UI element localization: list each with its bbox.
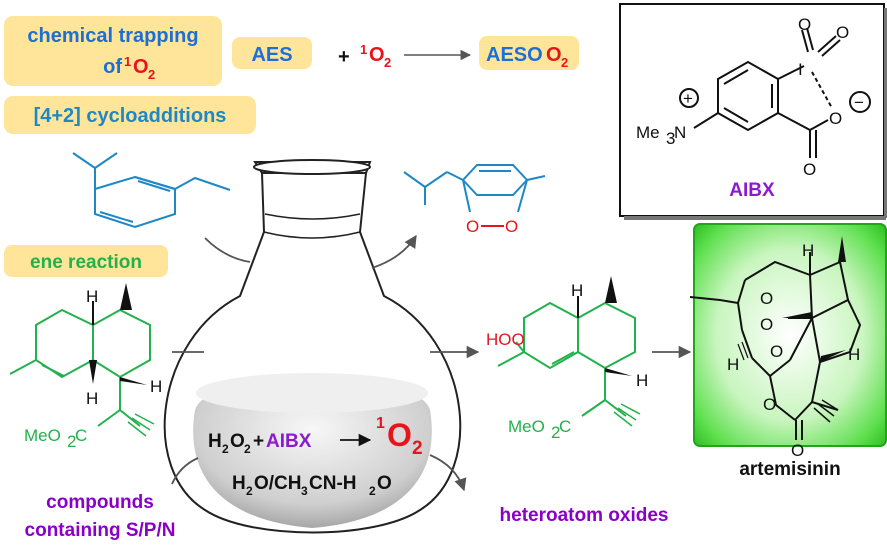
- svg-text:H: H: [802, 241, 814, 260]
- svg-text:1: 1: [360, 42, 367, 57]
- svg-text:N: N: [674, 123, 686, 142]
- svg-text:O: O: [770, 342, 783, 361]
- svg-text:O: O: [829, 109, 842, 128]
- svg-text:H: H: [571, 281, 583, 300]
- chemical-trapping-label: chemical trapping of 1 O 2: [4, 16, 222, 86]
- flask-reagents: H 2 O 2 + AIBX 1 O 2 H 2 O/CH 3 CN-H 2 O: [208, 415, 423, 498]
- svg-text:2: 2: [246, 484, 253, 498]
- aes-label: AES: [232, 37, 312, 69]
- svg-text:1: 1: [376, 415, 385, 432]
- arrow-terpinene-in: [204, 237, 251, 263]
- compounds-line2: containing S/P/N: [25, 520, 176, 541]
- svg-text:H: H: [232, 473, 246, 494]
- svg-text:3: 3: [666, 129, 675, 148]
- singlet-o2-sup: 1: [124, 54, 131, 69]
- svg-text:CN-H: CN-H: [309, 473, 357, 494]
- flask-singlet-oxygen: O: [387, 417, 412, 453]
- aes-text: AES: [251, 44, 292, 66]
- svg-text:2: 2: [412, 438, 423, 459]
- plus-sign: +: [338, 46, 350, 68]
- round-bottom-flask: [163, 159, 462, 534]
- svg-text:H: H: [727, 355, 739, 374]
- ene-reaction-text: ene reaction: [30, 252, 142, 273]
- svg-text:O: O: [369, 44, 385, 66]
- svg-text:2: 2: [67, 432, 76, 451]
- aeso-sub: 2: [561, 55, 568, 70]
- svg-text:O: O: [377, 473, 392, 494]
- svg-text:O/CH: O/CH: [254, 473, 302, 494]
- svg-text:HOO: HOO: [486, 330, 525, 349]
- aeso-text: AESO: [486, 44, 543, 66]
- aeso-o: O: [546, 44, 562, 66]
- svg-text:O: O: [791, 441, 804, 460]
- chem-trap-line1: chemical trapping: [27, 25, 198, 47]
- singlet-oxygen-top: 1 O 2: [360, 42, 391, 70]
- svg-text:O: O: [760, 315, 773, 334]
- ene-reaction-label: ene reaction: [4, 245, 168, 277]
- aeso2-label: AESO O 2: [479, 36, 579, 70]
- svg-text:H: H: [208, 431, 222, 452]
- svg-text:O: O: [505, 217, 518, 236]
- chem-trap-of: of: [103, 56, 122, 78]
- svg-text:O: O: [803, 160, 816, 179]
- svg-text:−: −: [854, 93, 864, 112]
- alpha-terpinene: [72, 152, 231, 229]
- svg-text:2: 2: [369, 484, 376, 498]
- aibx-label: AIBX: [729, 180, 775, 201]
- svg-text:C: C: [75, 426, 87, 445]
- cycloadditions-text: [4+2] cycloadditions: [34, 105, 227, 127]
- flask-solvent: H 2 O/CH 3 CN-H 2 O: [232, 473, 392, 498]
- svg-text:O: O: [798, 15, 811, 34]
- svg-text:2: 2: [551, 423, 560, 442]
- artemisinin-box: H O O H O H O O: [689, 223, 887, 460]
- heteroatom-oxides: heteroatom oxides: [500, 505, 669, 526]
- cycloadditions-label: [4+2] cycloadditions: [4, 96, 256, 134]
- svg-text:O: O: [760, 289, 773, 308]
- flask-aibx: AIBX: [266, 431, 312, 452]
- svg-text:I: I: [798, 60, 803, 79]
- svg-text:H: H: [150, 377, 162, 396]
- svg-text:3: 3: [301, 484, 308, 498]
- arrow-endoperoxide-out: [371, 234, 417, 269]
- svg-text:MeO: MeO: [508, 417, 545, 436]
- svg-text:O: O: [466, 217, 479, 236]
- svg-text:+: +: [683, 89, 693, 108]
- svg-text:2: 2: [244, 442, 251, 456]
- dihydroartemisinic-ester: H H H MeO 2 C: [9, 283, 162, 451]
- allylic-hydroperoxide: HOO H H MeO 2 C: [486, 276, 648, 442]
- svg-text:MeO: MeO: [24, 426, 61, 445]
- arrow-hetero-in: [171, 457, 199, 485]
- artemisinin-label: artemisinin: [739, 459, 840, 480]
- svg-text:H: H: [86, 389, 98, 408]
- svg-text:H: H: [848, 345, 860, 364]
- aibx-structure-box: I O O O O + − Me 3 N AIBX: [619, 3, 887, 220]
- endoperoxide: O O: [403, 164, 546, 236]
- arrow-hetero-out: [429, 454, 467, 492]
- svg-text:2: 2: [222, 442, 229, 456]
- svg-text:O: O: [230, 431, 245, 452]
- singlet-o2-sub: 2: [148, 67, 155, 82]
- compounds-line1: compounds: [46, 492, 154, 513]
- svg-text:O: O: [836, 23, 849, 42]
- svg-text:H: H: [86, 287, 98, 306]
- svg-text:O: O: [763, 395, 776, 414]
- svg-text:2: 2: [384, 55, 391, 70]
- svg-text:+: +: [253, 431, 264, 452]
- singlet-o2-o: O: [133, 56, 149, 78]
- svg-text:Me: Me: [636, 123, 660, 142]
- svg-text:H: H: [636, 371, 648, 390]
- svg-text:C: C: [559, 417, 571, 436]
